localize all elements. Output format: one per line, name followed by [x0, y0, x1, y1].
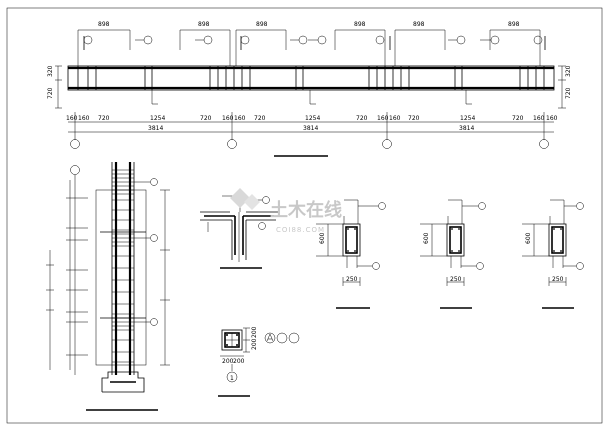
- column-axis-bubble: [70, 165, 80, 175]
- top-callouts: [83, 35, 543, 45]
- bottom-dimension-rows: 160 160 720 1254 720 160 160 720 1254 72…: [66, 112, 558, 136]
- beam-section-1: 600 250: [316, 199, 386, 309]
- top-dim-2: 898: [198, 21, 210, 28]
- col-dim-h1: 200: [222, 358, 234, 365]
- top-dim-5: 898: [413, 21, 425, 28]
- watermark: 土木在线 COI88.COM: [230, 188, 342, 234]
- col-dim-v2: 200: [251, 338, 258, 350]
- column-elevation: [46, 162, 170, 411]
- bottom-dim-5: 720: [200, 115, 212, 122]
- stirrup-marks: [77, 66, 545, 90]
- bottom-dim-4: 1254: [150, 115, 165, 122]
- bottom-dim-10: 720: [356, 115, 368, 122]
- watermark-logo: [230, 188, 260, 210]
- bottom-dim-6: 160: [222, 115, 234, 122]
- bottom-dim-12: 160: [389, 115, 401, 122]
- watermark-text: 土木在线: [270, 199, 342, 221]
- bottom-dim-11: 160: [377, 115, 389, 122]
- side-dimensions: 320 720 320 720: [47, 65, 572, 109]
- bottom-dim-14: 1254: [460, 115, 475, 122]
- span-dim-2: 3814: [303, 125, 318, 132]
- beam-section-2: 600 250: [420, 199, 486, 309]
- bottom-dim-2: 160: [78, 115, 90, 122]
- bottom-dim-17: 160: [546, 115, 558, 122]
- bottom-dim-8: 720: [254, 115, 266, 122]
- section3-width: 250: [552, 276, 564, 283]
- axis-bubbles: [70, 136, 549, 149]
- t-junction-detail: [200, 195, 278, 269]
- top-dim-4: 898: [354, 21, 366, 28]
- top-dim-6: 898: [508, 21, 520, 28]
- bottom-dim-16: 160: [533, 115, 545, 122]
- section3-height: 600: [525, 232, 532, 244]
- top-dim-1: 898: [98, 21, 110, 28]
- beam-section-3: 600 250: [522, 199, 584, 309]
- bottom-dim-1: 160: [66, 115, 78, 122]
- bottom-dim-7: 160: [234, 115, 246, 122]
- right-dim-1: 320: [565, 65, 572, 77]
- section2-width: 250: [450, 276, 462, 283]
- column-section-detail: 200 200 200 200 1: [218, 326, 300, 397]
- watermark-subtext: COI88.COM: [276, 226, 325, 234]
- section1-width: 250: [346, 276, 358, 283]
- left-dim-1: 320: [47, 65, 54, 77]
- beam-elevation: 898 898 898 898 898 898: [47, 21, 572, 157]
- column-callouts: [134, 178, 170, 366]
- column-axis-label: 1: [230, 375, 234, 382]
- top-dim-3: 898: [256, 21, 268, 28]
- column-outline-outer: [95, 189, 147, 366]
- left-dim-2: 720: [47, 87, 54, 99]
- section2-height: 600: [423, 232, 430, 244]
- right-dim-2: 720: [565, 87, 572, 99]
- bottom-callouts: [151, 90, 472, 105]
- column-section-outline: [221, 329, 243, 351]
- top-dimension-row: 898 898 898 898 898 898: [77, 21, 546, 66]
- sheet-border: [6, 7, 603, 424]
- bottom-dim-13: 720: [408, 115, 420, 122]
- span-dim-1: 3814: [148, 125, 163, 132]
- span-dim-3: 3814: [459, 125, 474, 132]
- bottom-dim-3: 720: [98, 115, 110, 122]
- beam-outline: [67, 65, 555, 91]
- bottom-dim-15: 720: [512, 115, 524, 122]
- column-stirrups: [112, 169, 134, 363]
- bottom-dim-9: 1254: [305, 115, 320, 122]
- section1-height: 600: [319, 232, 326, 244]
- column-footing: [101, 371, 145, 393]
- column-axis-label-bubble: [226, 371, 238, 383]
- col-dim-v1: 200: [251, 326, 258, 338]
- col-dim-h2: 200: [233, 358, 245, 365]
